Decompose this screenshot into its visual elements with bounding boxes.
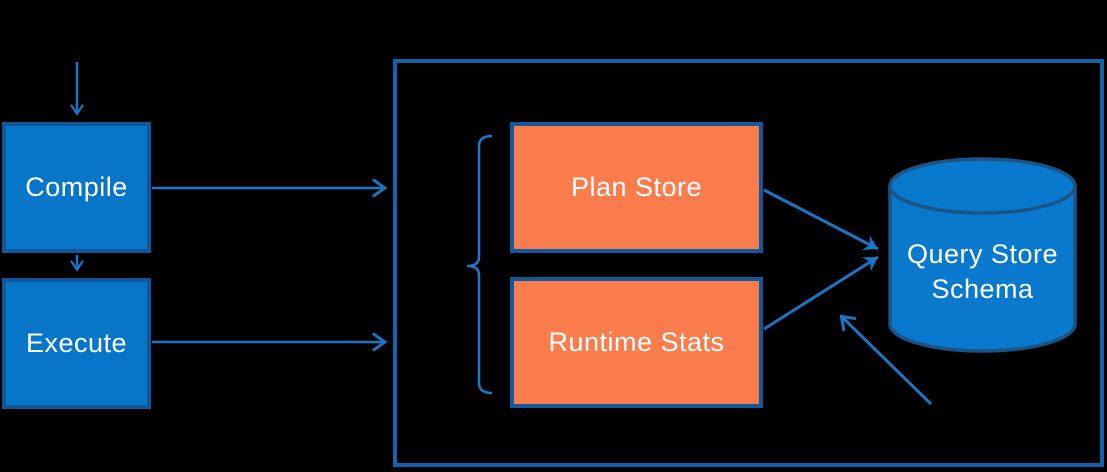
compile-node: Compile	[2, 122, 151, 253]
runtime-stats-node: Runtime Stats	[510, 277, 763, 408]
execute-label: Execute	[25, 328, 128, 358]
arrow-plan-store-to-schema	[763, 188, 879, 251]
arrow-bottom-to-schema	[839, 314, 933, 406]
plan-store-node: Plan Store	[510, 122, 763, 253]
query-store-schema-label: Query Store Schema	[906, 239, 1059, 304]
plan-store-label: Plan Store	[570, 172, 703, 202]
runtime-stats-label: Runtime Stats	[548, 327, 725, 357]
arrow-runtime-stats-to-schema	[763, 255, 879, 331]
query-store-schema-cylinder	[888, 157, 1077, 353]
query-store-container-box	[393, 59, 1104, 467]
compile-label: Compile	[25, 172, 128, 202]
group-brace-icon	[466, 134, 493, 395]
execute-node: Execute	[2, 278, 151, 409]
